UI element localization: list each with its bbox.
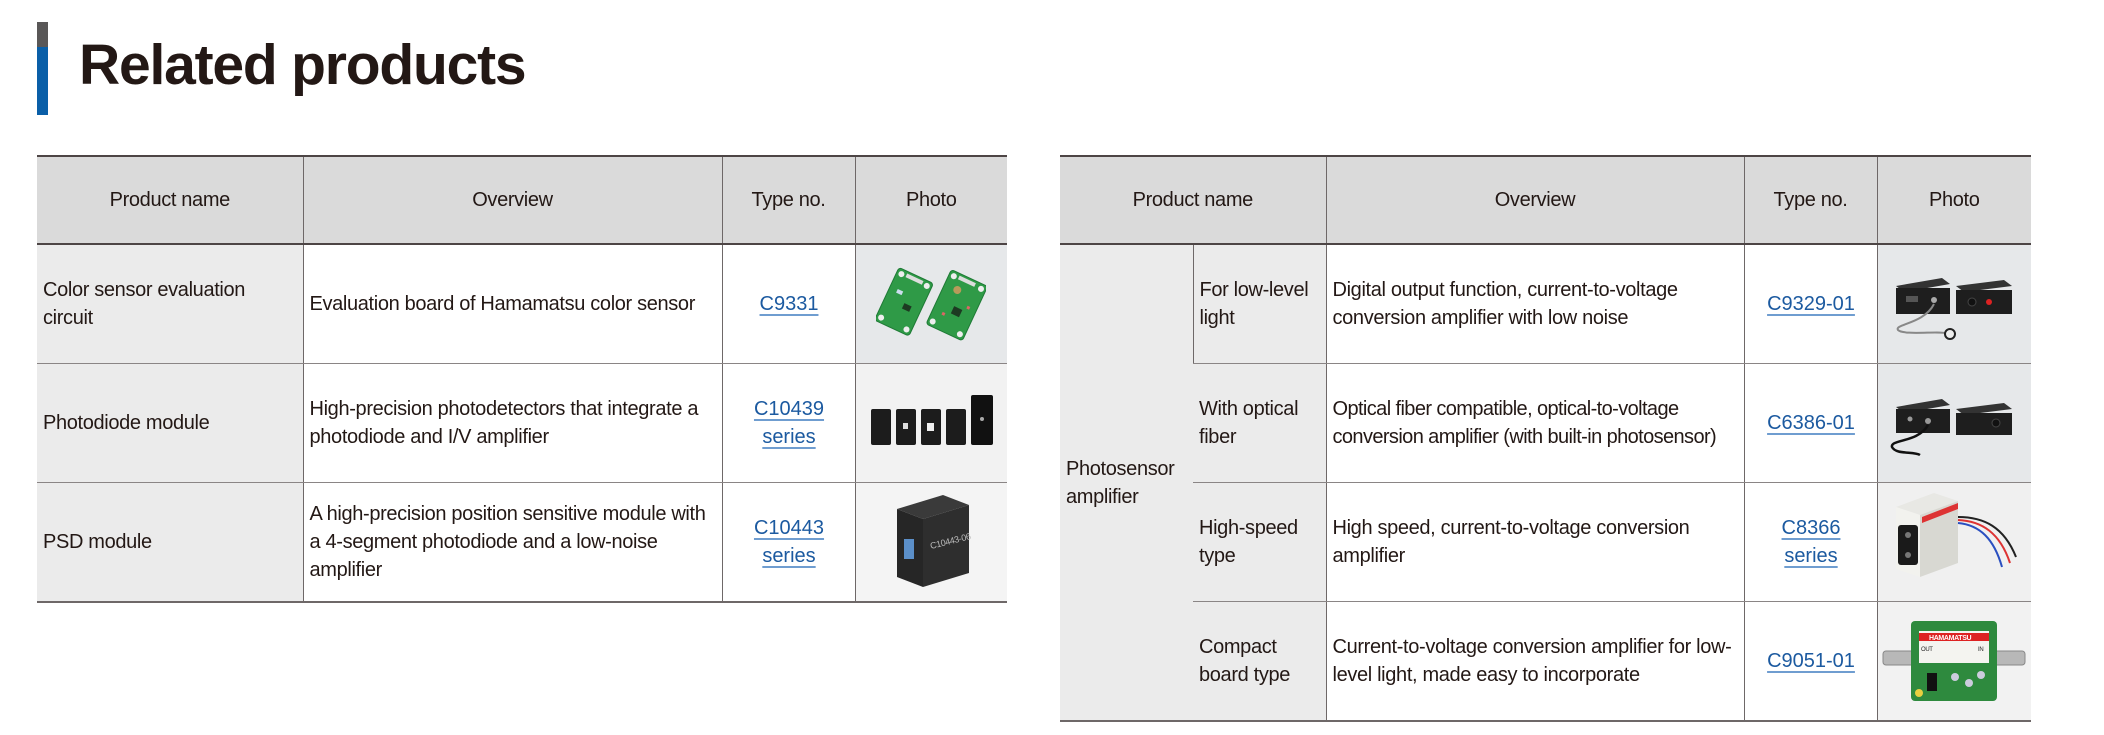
compact-board-amplifier-photo[interactable]: HAMAMATSU OUT IN	[1878, 602, 2032, 720]
photo-cell[interactable]	[1876, 363, 2032, 483]
type-no-line-1: C10439	[753, 398, 825, 420]
table-header-row: Product name Overview Type no. Photo	[1060, 155, 2031, 245]
type-no-line-2: series	[762, 426, 816, 448]
type-no-cell: C9331	[721, 244, 855, 364]
table-row: Photodiode module High-precision photode…	[37, 363, 1008, 483]
photo-cell[interactable]: HAMAMATSU OUT IN	[1876, 601, 2032, 722]
psd-module-image-icon: C10443-06	[897, 495, 972, 587]
overview-cell: Evaluation board of Hamamatsu color sens…	[302, 244, 722, 364]
type-no-cell: C8366 series	[1743, 482, 1877, 602]
product-subtype-cell: Compact board type	[1193, 601, 1326, 722]
svg-text:IN: IN	[1978, 647, 1983, 653]
overview-cell: High-precision photodetectors that integ…	[302, 363, 722, 483]
table-header-row: Product name Overview Type no. Photo	[37, 155, 1007, 245]
photo-cell[interactable]	[854, 244, 1008, 364]
photo-cell[interactable]	[1876, 244, 2032, 364]
related-products-table-left: Product name Overview Type no. Photo Col…	[37, 155, 1007, 603]
title-accent-bar	[37, 22, 48, 115]
type-no-cell: C10443 series	[721, 482, 855, 603]
header-photo: Photo	[854, 155, 1007, 245]
type-no-line-1: C8366	[1781, 517, 1841, 539]
type-no-link-c10443-series[interactable]: C10443 series	[754, 517, 824, 567]
type-no-link-c6386-01[interactable]: C6386-01	[1767, 412, 1855, 434]
optical-fiber-amplifier-photo[interactable]	[1878, 364, 2032, 482]
related-products-table-right: Product name Overview Type no. Photo Pho…	[1060, 155, 2031, 722]
table-row: PSD module A high-precision position sen…	[37, 482, 1008, 603]
low-level-light-amplifier-photo[interactable]	[1878, 245, 2032, 363]
type-no-link-c9331[interactable]: C9331	[759, 293, 819, 315]
type-no-cell: C6386-01	[1743, 363, 1877, 483]
amplifier-units-image-icon	[1896, 278, 2013, 340]
overview-cell: High speed, current-to-voltage conversio…	[1325, 482, 1744, 602]
product-name-cell: Color sensor evaluation circuit	[37, 244, 303, 364]
header-type-no: Type no.	[1743, 155, 1877, 245]
product-subtype-cell: For low-level light	[1192, 244, 1326, 364]
product-group-cell: Photosensor amplifier	[1060, 244, 1193, 722]
high-speed-amplifier-photo[interactable]	[1878, 483, 2032, 601]
product-name-cell: PSD module	[37, 482, 303, 603]
pcb-board-image-icon	[876, 267, 987, 341]
header-overview: Overview	[1325, 155, 1744, 245]
compact-board-amplifier-image-icon: HAMAMATSU OUT IN	[1882, 621, 2026, 701]
fiber-amplifier-units-image-icon	[1891, 399, 2013, 457]
type-no-cell: C9051-01	[1743, 601, 1877, 722]
overview-cell: Digital output function, current-to-volt…	[1325, 244, 1744, 364]
accent-bar-gray	[37, 22, 48, 47]
type-no-line-2: series	[1784, 545, 1838, 567]
type-no-line-2: series	[762, 545, 816, 567]
product-subtype-cell: With optical fiber	[1193, 363, 1326, 483]
type-no-link-c10439-series[interactable]: C10439 series	[754, 398, 824, 448]
type-no-cell: C9329-01	[1743, 244, 1877, 364]
photodiode-module-photo[interactable]	[856, 364, 1008, 482]
overview-cell: A high-precision position sensitive modu…	[302, 482, 722, 603]
overview-cell: Current-to-voltage conversion amplifier …	[1325, 601, 1744, 722]
accent-bar-blue	[37, 47, 48, 115]
header-product-name: Product name	[1060, 155, 1326, 245]
product-subtype-cell: High-speed type	[1193, 482, 1326, 602]
type-no-cell: C10439 series	[721, 363, 855, 483]
overview-cell: Optical fiber compatible, optical-to-vol…	[1325, 363, 1744, 483]
type-no-link-c9329-01[interactable]: C9329-01	[1767, 293, 1855, 315]
table-row: Color sensor evaluation circuit Evaluati…	[37, 244, 1007, 364]
type-no-link-c9051-01[interactable]: C9051-01	[1767, 650, 1855, 672]
svg-text:HAMAMATSU: HAMAMATSU	[1929, 635, 1972, 642]
table-row: High-speed type High speed, current-to-v…	[1060, 482, 2032, 602]
photodiode-modules-image-icon	[871, 395, 994, 445]
product-name-cell: Photodiode module	[37, 363, 303, 483]
photo-cell[interactable]	[1876, 482, 2032, 602]
photo-cell[interactable]	[854, 363, 1008, 483]
page-title: Related products	[79, 33, 527, 97]
photo-cell[interactable]: C10443-06	[854, 482, 1008, 603]
psd-module-photo[interactable]: C10443-06	[856, 483, 1008, 601]
high-speed-amplifier-image-icon	[1896, 493, 2018, 577]
type-no-line-1: C10443	[753, 517, 825, 539]
svg-text:OUT: OUT	[1921, 647, 1933, 653]
header-product-name: Product name	[37, 155, 303, 245]
table-row: With optical fiber Optical fiber compati…	[1060, 363, 2032, 483]
color-sensor-evaluation-board-photo[interactable]	[856, 245, 1008, 363]
header-overview: Overview	[302, 155, 722, 245]
header-photo: Photo	[1876, 155, 2031, 245]
table-row: Photosensor amplifier For low-level ligh…	[1060, 244, 2032, 722]
type-no-link-c8366-series[interactable]: C8366 series	[1782, 517, 1841, 567]
table-row: Compact board type Current-to-voltage co…	[1060, 601, 2032, 722]
header-type-no: Type no.	[721, 155, 855, 245]
